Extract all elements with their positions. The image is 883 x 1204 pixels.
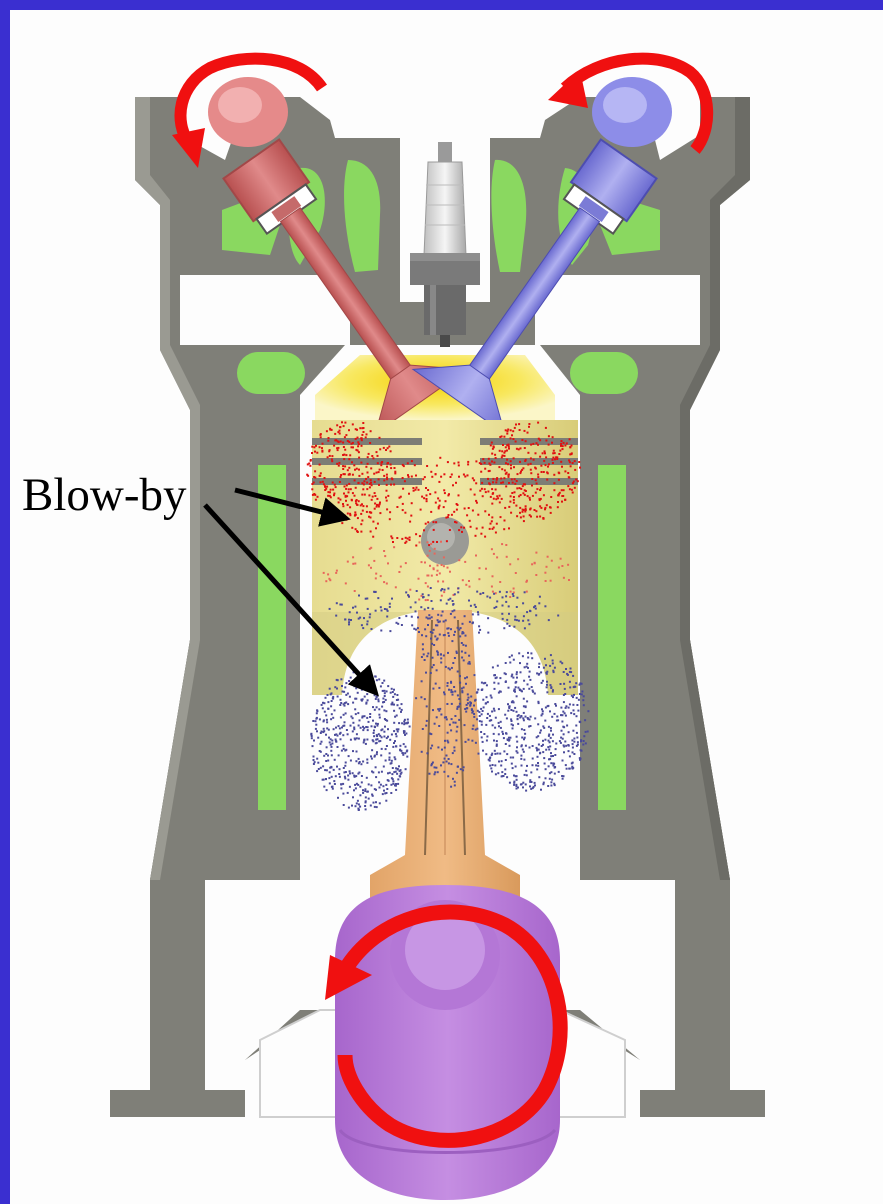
intake-port bbox=[180, 275, 350, 345]
engine-diagram-canvas: Blow-by bbox=[10, 10, 883, 1204]
exhaust-port bbox=[535, 275, 700, 345]
blow-by-label: Blow-by bbox=[22, 472, 187, 519]
engine-cylinder-svg bbox=[10, 10, 883, 1204]
